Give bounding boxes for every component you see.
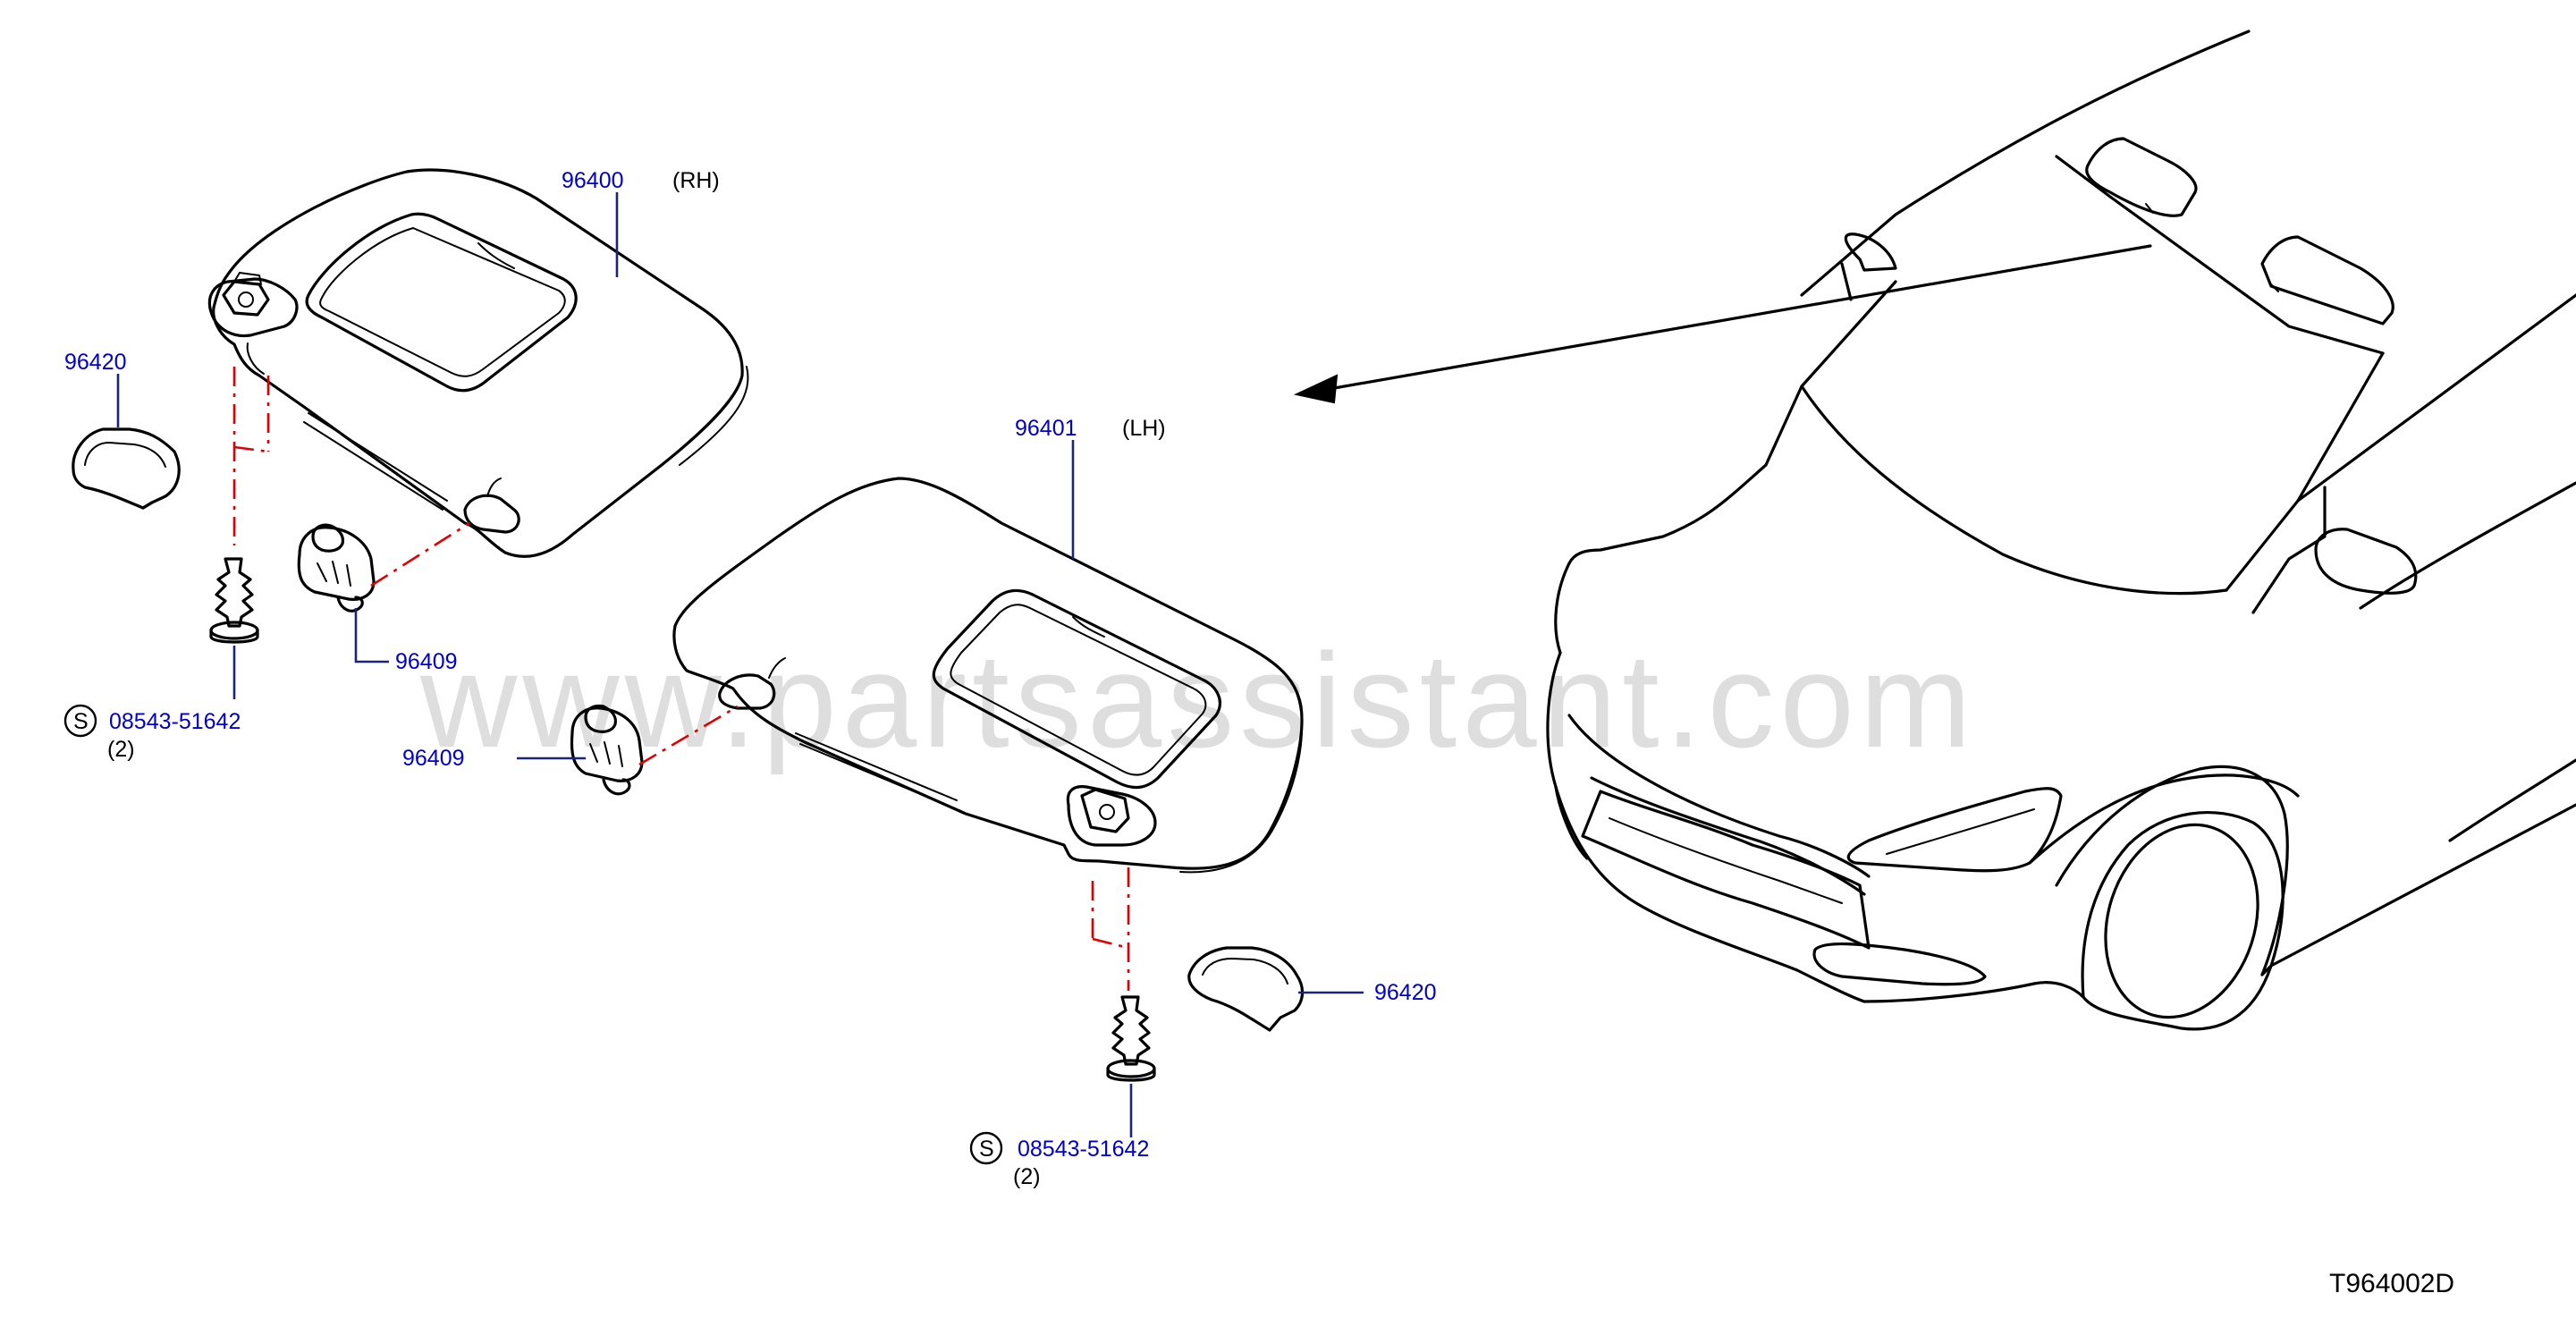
- visor-cover-lh: [1187, 946, 1305, 1032]
- screw-rh: [209, 557, 259, 644]
- visor-holder-lh: [570, 704, 644, 796]
- part-number-96401[interactable]: 96401: [1015, 416, 1077, 441]
- side-label-rh: (RH): [672, 168, 720, 193]
- quantity-rh: (2): [107, 737, 135, 762]
- watermark: www.partsassistant.com: [419, 625, 1977, 775]
- visor-cover-rh: [72, 427, 181, 510]
- standard-part-symbol-icon: [969, 1131, 1003, 1165]
- screw-lh: [1106, 995, 1156, 1082]
- part-number-96420-lh[interactable]: 96420: [1374, 980, 1437, 1005]
- part-number-96409-lh[interactable]: 96409: [402, 746, 465, 771]
- location-arrow: [1293, 244, 2152, 404]
- vehicle-outline: [1546, 30, 2576, 1031]
- assembly-centerlines: [232, 367, 1130, 991]
- standard-part-symbol: S: [979, 1137, 994, 1162]
- sun-visor-rh: [207, 168, 749, 558]
- part-number-96400[interactable]: 96400: [562, 168, 624, 193]
- callout-leaders: [116, 192, 1364, 1137]
- part-number-96409-rh[interactable]: 96409: [395, 649, 458, 674]
- visor-holder-rh: [297, 523, 376, 613]
- part-number-96420-rh[interactable]: 96420: [64, 350, 127, 375]
- standard-part-symbol-icon: [63, 704, 97, 738]
- screw-callout-rh: S 08543-51642 (2): [63, 704, 241, 762]
- diagram-code: T964002D: [2329, 1269, 2454, 1298]
- part-number-08543-51642-rh[interactable]: 08543-51642: [109, 709, 241, 734]
- part-number-08543-51642-lh[interactable]: 08543-51642: [1018, 1137, 1149, 1162]
- quantity-lh: (2): [1013, 1164, 1041, 1189]
- screw-callout-lh: S 08543-51642 (2): [969, 1131, 1149, 1189]
- side-label-lh: (LH): [1122, 416, 1166, 441]
- standard-part-symbol: S: [73, 709, 89, 734]
- sun-visor-lh: [672, 477, 1304, 874]
